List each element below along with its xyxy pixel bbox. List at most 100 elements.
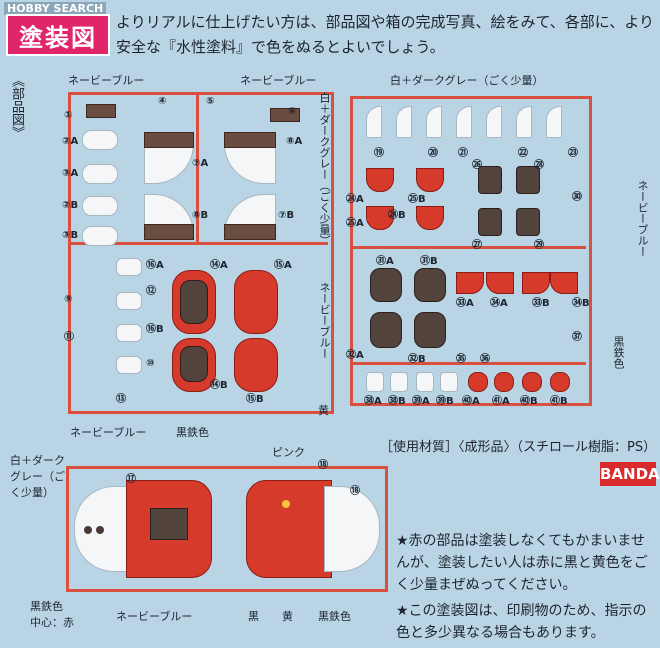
- part-19: [366, 106, 382, 138]
- part-number: ㉝B: [532, 298, 550, 309]
- part-22: [486, 106, 502, 138]
- part-28: [516, 166, 540, 194]
- part-number: ⑩: [146, 358, 155, 369]
- part-number: ②B: [62, 200, 79, 211]
- part-number: ⑦B: [278, 210, 295, 221]
- part-9: [116, 292, 142, 310]
- part-number: ㊲: [572, 332, 582, 343]
- part-31A: [370, 268, 402, 302]
- part-25A: [416, 168, 444, 192]
- part-number: ⑦A: [192, 158, 209, 169]
- part-33A: [456, 272, 484, 294]
- color-label-yellow: 黄: [318, 404, 329, 417]
- part-number: ⑫: [146, 286, 156, 297]
- part-2B: [82, 196, 118, 216]
- note-print-disclaimer: ★この塗装図は、印刷物のため、指示の色と多少異なる場合もあります。: [396, 603, 647, 641]
- brand-text: BANDAI: [600, 465, 660, 483]
- color-label-black: 黒: [248, 610, 259, 623]
- sprue-c: ⑰ ⑱ ⑱: [66, 460, 388, 592]
- note-red-parts: ★赤の部品は塗装しなくてもかまいませんが、塗装したい人は赤に黒と黄色をごく少量ま…: [396, 533, 648, 593]
- part-number: ㊳B: [388, 396, 406, 407]
- part-number: ㉓: [568, 148, 578, 159]
- sprue-b-runner: [350, 362, 586, 365]
- part-number: ⑱: [318, 460, 328, 471]
- part-22: [516, 106, 532, 138]
- part-number: ⑨: [64, 294, 73, 305]
- part-number: ㉛A: [376, 256, 394, 267]
- part-33B: [522, 272, 550, 294]
- part-number: ㉖: [472, 160, 482, 171]
- part-20: [396, 106, 412, 138]
- color-label-gunmetal: 黒鉄色: [176, 426, 209, 439]
- part-number: ⑭B: [210, 380, 228, 391]
- color-label-white-gray: 白＋ダークグレー（ごく少量）: [10, 454, 65, 499]
- part-number: ㉗: [472, 240, 482, 251]
- intro-text: よりリアルに仕上げたい方は、部品図や箱の完成写真、絵をみて、各部に、より安全な『…: [116, 13, 655, 56]
- part-number: ③A: [62, 168, 79, 179]
- part-14A-inner: [180, 280, 208, 324]
- part-number: ㊱: [480, 354, 490, 365]
- part-39B: [440, 372, 458, 392]
- part-6: [270, 108, 300, 122]
- part-number: ⑯A: [146, 260, 164, 271]
- yellow-dot: [282, 500, 290, 508]
- part-11: [116, 258, 142, 276]
- color-label-pink: ピンク: [272, 446, 305, 459]
- part-2A: [82, 130, 118, 150]
- part-39A: [416, 372, 434, 392]
- sprue-a: ① ②A ③A ②B ③B ④ ⑤ ⑥ ⑦A ⑧A ⑧B ⑦B ⑨ ⑩ ⑪ ⑫ …: [62, 92, 334, 414]
- part-41B: [550, 372, 570, 392]
- part-number: ⑱: [350, 486, 360, 497]
- part-7B-bottom: [224, 224, 276, 240]
- part-number: ㊳A: [364, 396, 382, 407]
- part-number: ⑲: [374, 148, 384, 159]
- part-number: ㉘: [534, 160, 544, 171]
- part-34A: [486, 272, 514, 294]
- part-number: ㉟: [456, 354, 466, 365]
- part-number: ㊴B: [436, 396, 454, 407]
- part-8A-top: [224, 132, 276, 148]
- part-40B: [522, 372, 542, 392]
- color-label-navy: ネービーブルー: [318, 282, 331, 359]
- part-number: ⑭A: [210, 260, 228, 271]
- part-number: ㊵B: [520, 396, 538, 407]
- color-label-navy: ネービーブルー: [68, 74, 145, 87]
- part-number: ㉞B: [572, 298, 590, 309]
- watermark: HOBBY SEARCH: [4, 2, 107, 15]
- color-label-white-gray: 白＋ダークグレー（ごく少量）: [318, 92, 331, 246]
- color-label-navy: ネービーブルー: [240, 74, 317, 87]
- part-number: ⑤: [206, 96, 215, 107]
- part-number: ㉒: [518, 148, 528, 159]
- part-24A: [366, 168, 394, 192]
- gunmetal-dot: [96, 526, 104, 534]
- part-25B: [416, 206, 444, 230]
- part-number: ㉑: [458, 148, 468, 159]
- color-label-gunmetal: 黒鉄色: [318, 610, 351, 623]
- part-41A: [494, 372, 514, 392]
- part-number: ⑯B: [146, 324, 164, 335]
- part-number: ㊶B: [550, 396, 568, 407]
- part-24B: [366, 206, 394, 230]
- part-31B: [414, 268, 446, 302]
- part-number: ㉙: [534, 240, 544, 251]
- part-18: [246, 480, 332, 578]
- part-23: [546, 106, 562, 138]
- sprue-b-runner: [350, 246, 586, 249]
- part-number: ㉞A: [490, 298, 508, 309]
- part-number: ㉔A: [346, 194, 364, 205]
- sprue-b-frame: [350, 96, 592, 406]
- part-number: ③B: [62, 230, 79, 241]
- part-18-right: [324, 486, 380, 572]
- part-32A: [370, 312, 402, 348]
- part-number: ㉛B: [420, 256, 438, 267]
- color-label-gunmetal: 黒鉄色: [30, 600, 63, 613]
- part-3B: [82, 226, 118, 246]
- color-label-navy: ネービーブルー: [636, 180, 649, 257]
- part-15A: [234, 270, 278, 334]
- part-number: ㉕A: [346, 218, 364, 229]
- part-number: ⑪: [64, 332, 74, 343]
- sprue-a-frame: [68, 92, 334, 414]
- color-label-gunmetal: 黒鉄色: [612, 336, 625, 369]
- part-number: ㉚: [572, 192, 582, 203]
- color-label-white-gray: 白＋ダークグレー（ごく少量）: [390, 74, 544, 87]
